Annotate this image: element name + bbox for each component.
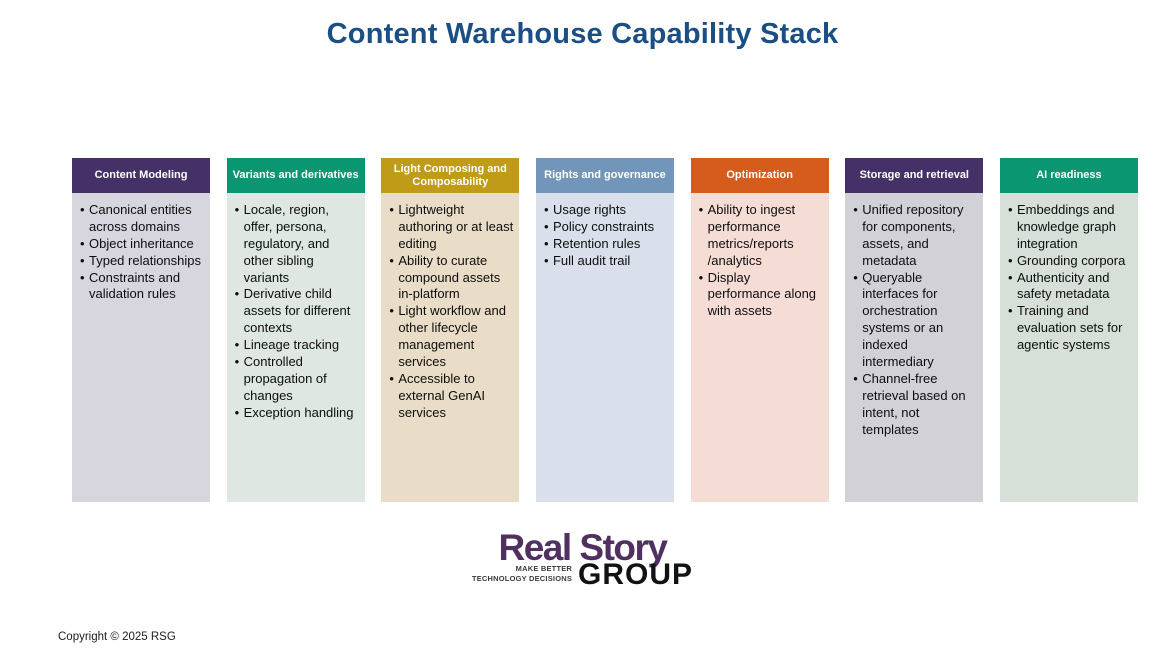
column-body: Canonical entities across domainsObject …	[72, 193, 210, 502]
column-header: Optimization	[690, 158, 829, 193]
capability-item: Ability to curate compound assets in-pla…	[389, 253, 515, 304]
column-header: AI readiness	[999, 158, 1138, 193]
logo-wordmark: Real Story	[498, 527, 668, 568]
column-body: Ability to ingest performance metrics/re…	[690, 193, 829, 502]
column-body: Usage rightsPolicy constraintsRetention …	[535, 193, 674, 502]
page-title: Content Warehouse Capability Stack	[326, 18, 839, 50]
capability-list: Embeddings and knowledge graph integrati…	[1008, 202, 1134, 354]
column-light-composing: Light Composing and Composability Lightw…	[381, 158, 520, 502]
capability-item: Accessible to external GenAI services	[389, 371, 515, 422]
capability-item: Training and evaluation sets for agentic…	[1008, 303, 1134, 354]
capability-item: Derivative child assets for different co…	[235, 286, 361, 337]
capability-item: Retention rules	[544, 236, 670, 253]
capability-item: Embeddings and knowledge graph integrati…	[1008, 202, 1134, 253]
capability-item: Grounding corpora	[1008, 253, 1134, 270]
capability-list: Usage rightsPolicy constraintsRetention …	[544, 202, 670, 270]
logo-tagline-line1: MAKE BETTER	[515, 564, 573, 573]
capability-item: Queryable interfaces for orchestration s…	[853, 270, 979, 371]
capability-item: Ability to ingest performance metrics/re…	[699, 202, 825, 270]
column-variants-derivatives: Variants and derivatives Locale, region,…	[226, 158, 365, 502]
column-ai-readiness: AI readiness Embeddings and knowledge gr…	[999, 158, 1138, 502]
capability-item: Object inheritance	[80, 236, 206, 253]
logo-bottom-row: MAKE BETTER TECHNOLOGY DECISIONS GROUP	[463, 558, 703, 591]
logo-group-text: GROUP	[578, 558, 694, 591]
column-header: Storage and retrieval	[845, 158, 984, 193]
capability-list: Unified repository for components, asset…	[853, 202, 979, 438]
column-body: Unified repository for components, asset…	[845, 193, 984, 502]
capability-list: Ability to ingest performance metrics/re…	[699, 202, 825, 320]
capability-item: Lightweight authoring or at least editin…	[389, 202, 515, 253]
column-body: Lightweight authoring or at least editin…	[381, 193, 520, 502]
column-rights-governance: Rights and governance Usage rightsPolicy…	[535, 158, 674, 502]
column-header: Rights and governance	[535, 158, 674, 193]
capability-item: Canonical entities across domains	[80, 202, 206, 236]
logo-tagline: MAKE BETTER TECHNOLOGY DECISIONS	[472, 564, 572, 584]
capability-item: Exception handling	[235, 405, 361, 422]
capability-item: Display performance along with assets	[699, 270, 825, 321]
capability-item: Constraints and validation rules	[80, 270, 206, 304]
capability-item: Policy constraints	[544, 219, 670, 236]
capability-item: Lineage tracking	[235, 337, 361, 354]
column-body: Locale, region, offer, persona, regulato…	[226, 193, 365, 502]
capability-item: Channel-free retrieval based on intent, …	[853, 371, 979, 439]
capability-list: Lightweight authoring or at least editin…	[389, 202, 515, 422]
column-storage-retrieval: Storage and retrieval Unified repository…	[845, 158, 984, 502]
capability-stack: Content Modeling Canonical entities acro…	[72, 158, 1138, 502]
capability-item: Usage rights	[544, 202, 670, 219]
column-header: Variants and derivatives	[226, 158, 365, 193]
capability-item: Light workflow and other lifecycle manag…	[389, 303, 515, 371]
column-body: Embeddings and knowledge graph integrati…	[999, 193, 1138, 502]
capability-item: Authenticity and safety metadata	[1008, 270, 1134, 304]
capability-item: Controlled propagation of changes	[235, 354, 361, 405]
column-header: Light Composing and Composability	[381, 158, 520, 193]
rsg-logo: Real Story MAKE BETTER TECHNOLOGY DECISI…	[463, 527, 703, 591]
capability-list: Canonical entities across domainsObject …	[80, 202, 206, 303]
capability-item: Locale, region, offer, persona, regulato…	[235, 202, 361, 286]
column-optimization: Optimization Ability to ingest performan…	[690, 158, 829, 502]
capability-item: Full audit trail	[544, 253, 670, 270]
copyright-notice: Copyright © 2025 RSG	[58, 631, 176, 643]
capability-list: Locale, region, offer, persona, regulato…	[235, 202, 361, 422]
capability-item: Typed relationships	[80, 253, 206, 270]
logo-tagline-line2: TECHNOLOGY DECISIONS	[471, 573, 573, 583]
column-header: Content Modeling	[72, 158, 210, 193]
capability-item: Unified repository for components, asset…	[853, 202, 979, 270]
column-content-modeling: Content Modeling Canonical entities acro…	[72, 158, 210, 502]
